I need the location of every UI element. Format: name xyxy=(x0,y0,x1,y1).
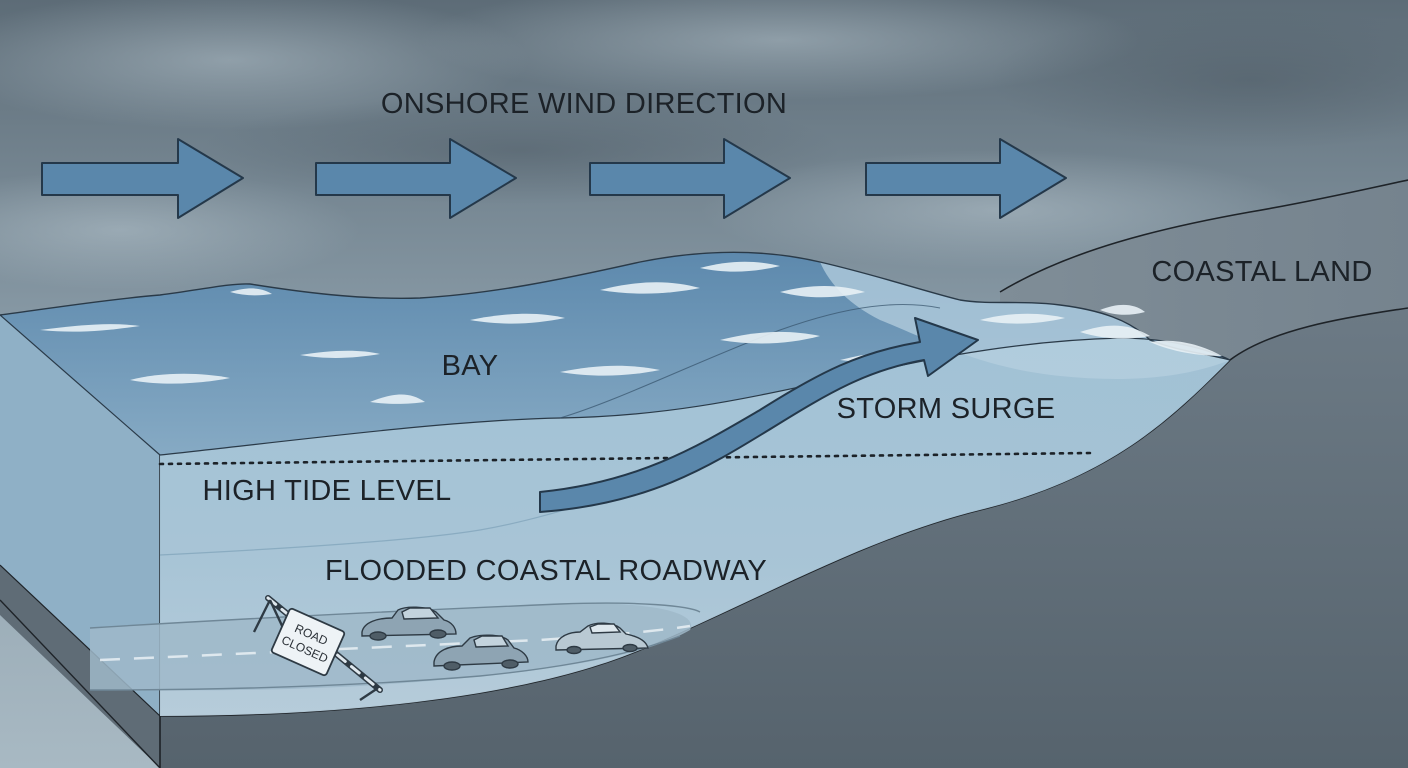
arrow-right-icon xyxy=(315,138,517,219)
car-icon xyxy=(361,606,457,641)
coastal-land-label: COASTAL LAND xyxy=(1151,256,1372,288)
whitecaps xyxy=(40,261,1222,404)
car-icon xyxy=(555,622,649,655)
car-icon xyxy=(433,634,529,671)
storm-surge-label: STORM SURGE xyxy=(837,393,1056,425)
arrow-right-icon xyxy=(865,138,1067,219)
flooded-roadway-label: FLOODED COASTAL ROADWAY xyxy=(325,555,767,587)
high-tide-line xyxy=(158,451,1092,466)
flooded-road xyxy=(89,602,701,691)
curved-arrow-icon xyxy=(539,317,979,513)
arrow-right-icon xyxy=(41,138,244,219)
wind-direction-label: ONSHORE WIND DIRECTION xyxy=(381,88,787,120)
high-tide-label: HIGH TIDE LEVEL xyxy=(203,475,452,507)
arrow-right-icon xyxy=(589,138,791,219)
submerged-cars xyxy=(361,606,649,671)
wind-arrows xyxy=(41,138,1067,219)
road-closed-sign-icon: ROAD CLOSED xyxy=(252,595,383,701)
bay-label: BAY xyxy=(442,350,499,382)
water-surface xyxy=(0,251,1231,456)
